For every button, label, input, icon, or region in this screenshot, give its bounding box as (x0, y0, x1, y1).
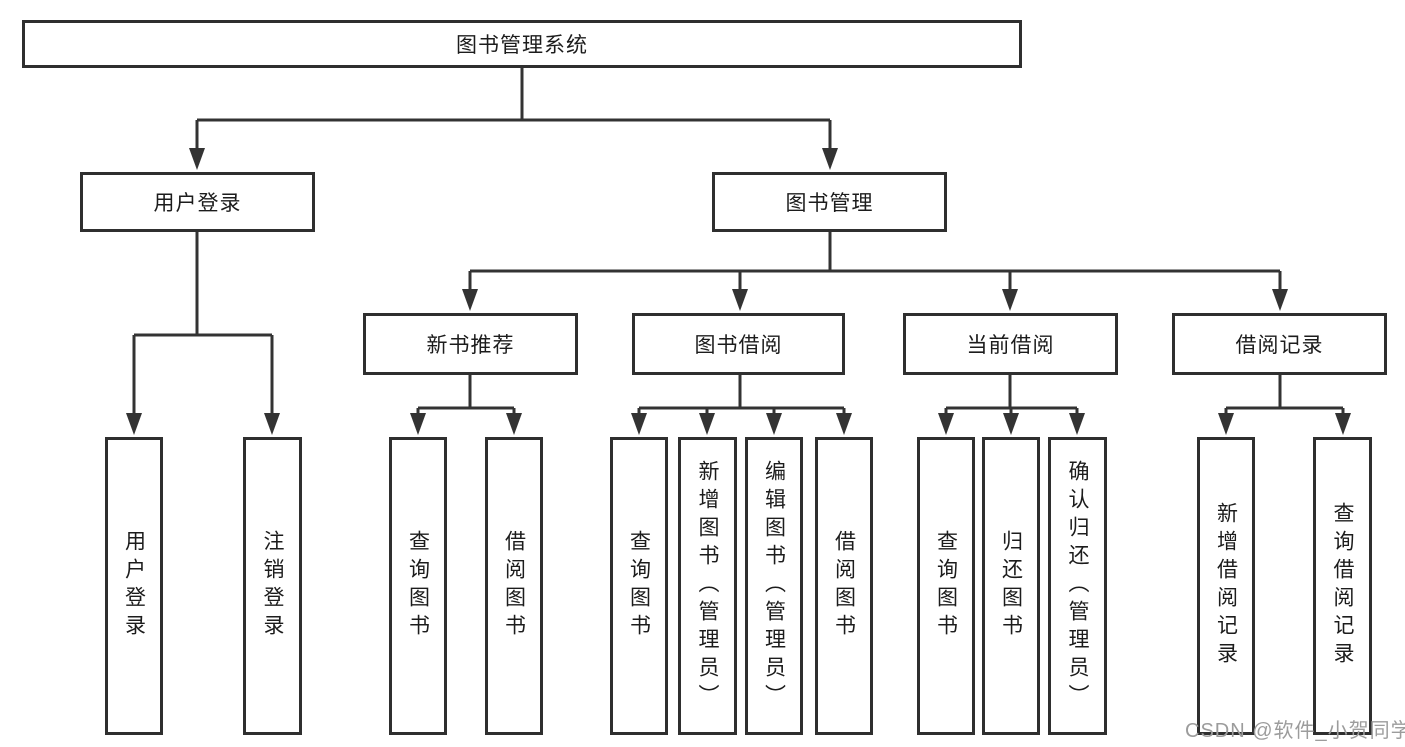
node-borrow-records: 借阅记录 (1172, 313, 1387, 375)
leaf-user-login: 用户登录 (105, 437, 163, 735)
leaf-add-borrow-record-label: 新增借阅记录 (1214, 502, 1238, 670)
node-borrow-records-label: 借阅记录 (1235, 334, 1324, 357)
node-current-borrow: 当前借阅 (903, 313, 1118, 375)
connector-path (416, 375, 516, 415)
leaf-add-book-admin-label: 新增图书（管理员） (696, 460, 719, 712)
arrowhead-down-icon (1002, 289, 1018, 311)
arrowhead-down-icon (766, 413, 782, 435)
connector-path (468, 232, 1282, 291)
connector-path (637, 375, 846, 415)
node-book-management: 图书管理 (712, 172, 947, 232)
node-user-login: 用户登录 (80, 172, 315, 232)
leaf-borrow-book-2: 借阅图书 (815, 437, 873, 735)
node-root-label: 图书管理系统 (456, 34, 588, 57)
leaf-add-book-admin: 新增图书（管理员） (678, 437, 737, 735)
arrowhead-down-icon (1069, 413, 1085, 435)
leaf-query-book-2-label: 查询图书 (627, 530, 651, 642)
leaf-logout-label: 注销登录 (261, 530, 284, 642)
leaf-edit-book-admin: 编辑图书（管理员） (745, 437, 803, 735)
leaf-query-book-3-label: 查询图书 (934, 530, 958, 642)
connector-path (195, 68, 832, 150)
watermark: CSDN @软件_小贺同学 (1185, 720, 1405, 742)
leaf-borrow-book-2-label: 借阅图书 (832, 530, 856, 642)
node-book-borrow: 图书借阅 (632, 313, 845, 375)
arrowhead-down-icon (836, 413, 852, 435)
leaf-query-borrow-record-label: 查询借阅记录 (1331, 502, 1354, 670)
leaf-confirm-return-admin-label: 确认归还（管理员） (1066, 460, 1089, 712)
leaf-query-book-1: 查询图书 (389, 437, 447, 735)
leaf-query-book-2: 查询图书 (610, 437, 668, 735)
arrowhead-down-icon (1218, 413, 1234, 435)
connector-path (132, 232, 274, 415)
leaf-confirm-return-admin: 确认归还（管理员） (1048, 437, 1107, 735)
leaf-borrow-book-1: 借阅图书 (485, 437, 543, 735)
arrowhead-down-icon (938, 413, 954, 435)
arrowhead-down-icon (506, 413, 522, 435)
arrowhead-down-icon (1272, 289, 1288, 311)
arrowhead-down-icon (462, 289, 478, 311)
arrowhead-down-icon (189, 148, 205, 170)
node-new-book-recommend-label: 新书推荐 (426, 334, 515, 357)
node-root: 图书管理系统 (22, 20, 1022, 68)
node-current-borrow-label: 当前借阅 (966, 334, 1055, 357)
leaf-borrow-book-1-label: 借阅图书 (502, 530, 526, 642)
leaf-logout: 注销登录 (243, 437, 302, 735)
arrowhead-down-icon (410, 413, 426, 435)
arrowhead-down-icon (822, 148, 838, 170)
leaf-return-book-label: 归还图书 (999, 530, 1023, 642)
leaf-query-borrow-record: 查询借阅记录 (1313, 437, 1372, 735)
arrowhead-down-icon (732, 289, 748, 311)
node-new-book-recommend: 新书推荐 (363, 313, 578, 375)
arrowhead-down-icon (264, 413, 280, 435)
connector-path (944, 375, 1079, 415)
arrowhead-down-icon (126, 413, 142, 435)
arrowhead-down-icon (1335, 413, 1351, 435)
leaf-add-borrow-record: 新增借阅记录 (1197, 437, 1255, 735)
leaf-query-book-1-label: 查询图书 (406, 530, 430, 642)
node-book-management-label: 图书管理 (785, 192, 874, 215)
leaf-query-book-3: 查询图书 (917, 437, 975, 735)
arrowhead-down-icon (631, 413, 647, 435)
arrowhead-down-icon (699, 413, 715, 435)
leaf-edit-book-admin-label: 编辑图书（管理员） (762, 460, 786, 712)
connector-path (1224, 375, 1345, 415)
leaf-user-login-label: 用户登录 (122, 530, 146, 642)
leaf-return-book: 归还图书 (982, 437, 1040, 735)
arrowhead-down-icon (1003, 413, 1019, 435)
node-book-borrow-label: 图书借阅 (694, 334, 783, 357)
node-user-login-label: 用户登录 (153, 192, 242, 215)
